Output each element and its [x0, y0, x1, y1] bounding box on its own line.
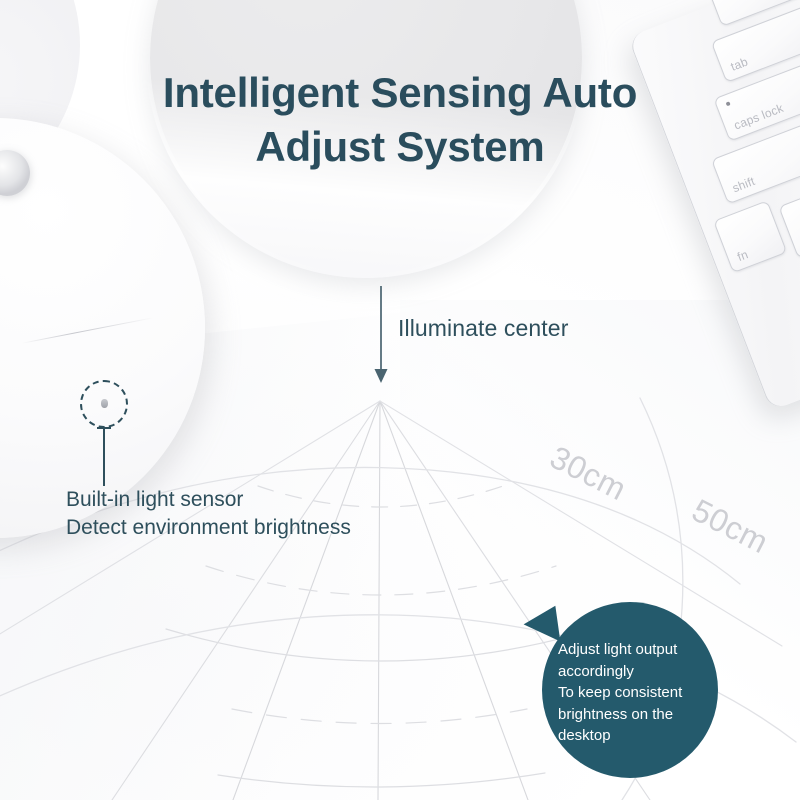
sensor-caption-line-2: Detect environment brightness	[66, 516, 351, 539]
key-label: fn	[735, 247, 751, 265]
light-sensor-caption: Built-in light sensor Detect environment…	[66, 486, 351, 542]
illuminate-center-label: Illuminate center	[398, 315, 569, 341]
badge-line-1: Adjust light output	[558, 641, 678, 658]
badge-line-5: desktop	[558, 727, 611, 744]
key-label: shift	[730, 173, 757, 196]
adjust-output-badge	[542, 602, 718, 778]
page-title: Intelligent Sensing Auto Adjust System	[0, 66, 800, 174]
illuminate-arrow	[374, 286, 388, 383]
sensor-leader-cap	[97, 427, 111, 429]
light-sensor-dot-icon	[101, 399, 108, 408]
sensor-leader-line	[103, 428, 105, 486]
title-line-1: Intelligent Sensing Auto	[162, 69, 638, 116]
title-line-2: Adjust System	[255, 123, 545, 170]
badge-line-4: brightness on the	[558, 705, 674, 723]
badge-tail-icon	[521, 605, 561, 647]
sensor-caption-line-1: Built-in light sensor	[66, 488, 244, 511]
badge-line-3: To keep consistent	[558, 684, 683, 701]
badge-text: Adjust light output accordingly To keep …	[558, 639, 698, 747]
badge-line-2: accordingly	[558, 662, 634, 680]
